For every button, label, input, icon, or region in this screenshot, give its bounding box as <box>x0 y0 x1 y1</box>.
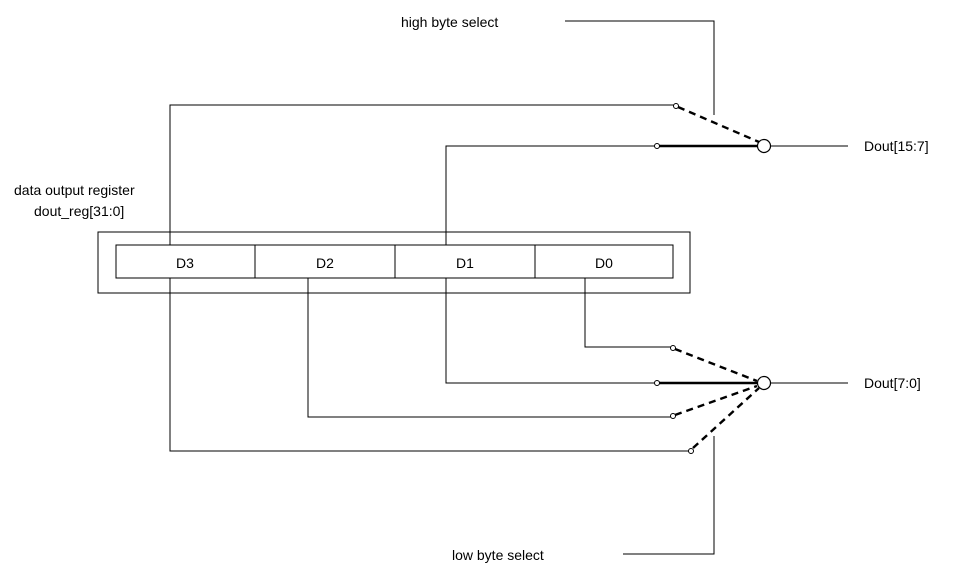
low-input-terminal <box>670 413 676 419</box>
wire-d1-high <box>445 145 655 245</box>
low-switch-pivot <box>756 375 772 391</box>
low-switch-arm-d2 <box>674 384 758 417</box>
cell-d2-label: D2 <box>316 255 334 271</box>
high-input-terminal <box>673 103 679 109</box>
low-byte-select-label: low byte select <box>452 547 544 563</box>
register-name: dout_reg[31:0] <box>34 203 124 219</box>
low-output-label: Dout[7:0] <box>864 375 921 391</box>
high-select-line <box>565 20 715 115</box>
high-switch-pivot <box>756 138 772 154</box>
wire-d3-high <box>169 104 674 245</box>
cell-d0-label: D0 <box>595 255 613 271</box>
low-input-terminal <box>654 380 660 386</box>
wire-d3-low <box>169 278 690 452</box>
wire-d2-low <box>307 278 671 418</box>
high-byte-mux: high byte select Dout[15:7] <box>169 14 929 245</box>
high-output-label: Dout[15:7] <box>864 138 929 154</box>
high-byte-select-label: high byte select <box>401 14 498 30</box>
wire-d1-low <box>445 278 655 384</box>
register-caption: data output register <box>14 182 135 198</box>
cell-d1-label: D1 <box>456 255 474 271</box>
cell-d3-label: D3 <box>176 255 194 271</box>
register-outer-box <box>97 231 691 294</box>
low-switch-arm-d0 <box>674 347 758 383</box>
high-switch-arm-d3 <box>677 105 760 144</box>
low-select-line <box>623 436 715 555</box>
wire-d0-low <box>584 278 671 348</box>
data-output-register: D3 D2 D1 D0 <box>97 231 691 294</box>
low-byte-mux: Dout[7:0] low byte select <box>169 278 921 563</box>
low-switch-arm-d3 <box>692 387 760 449</box>
low-input-terminal <box>670 345 676 351</box>
low-input-terminal <box>688 448 694 454</box>
high-input-terminal <box>654 143 660 149</box>
